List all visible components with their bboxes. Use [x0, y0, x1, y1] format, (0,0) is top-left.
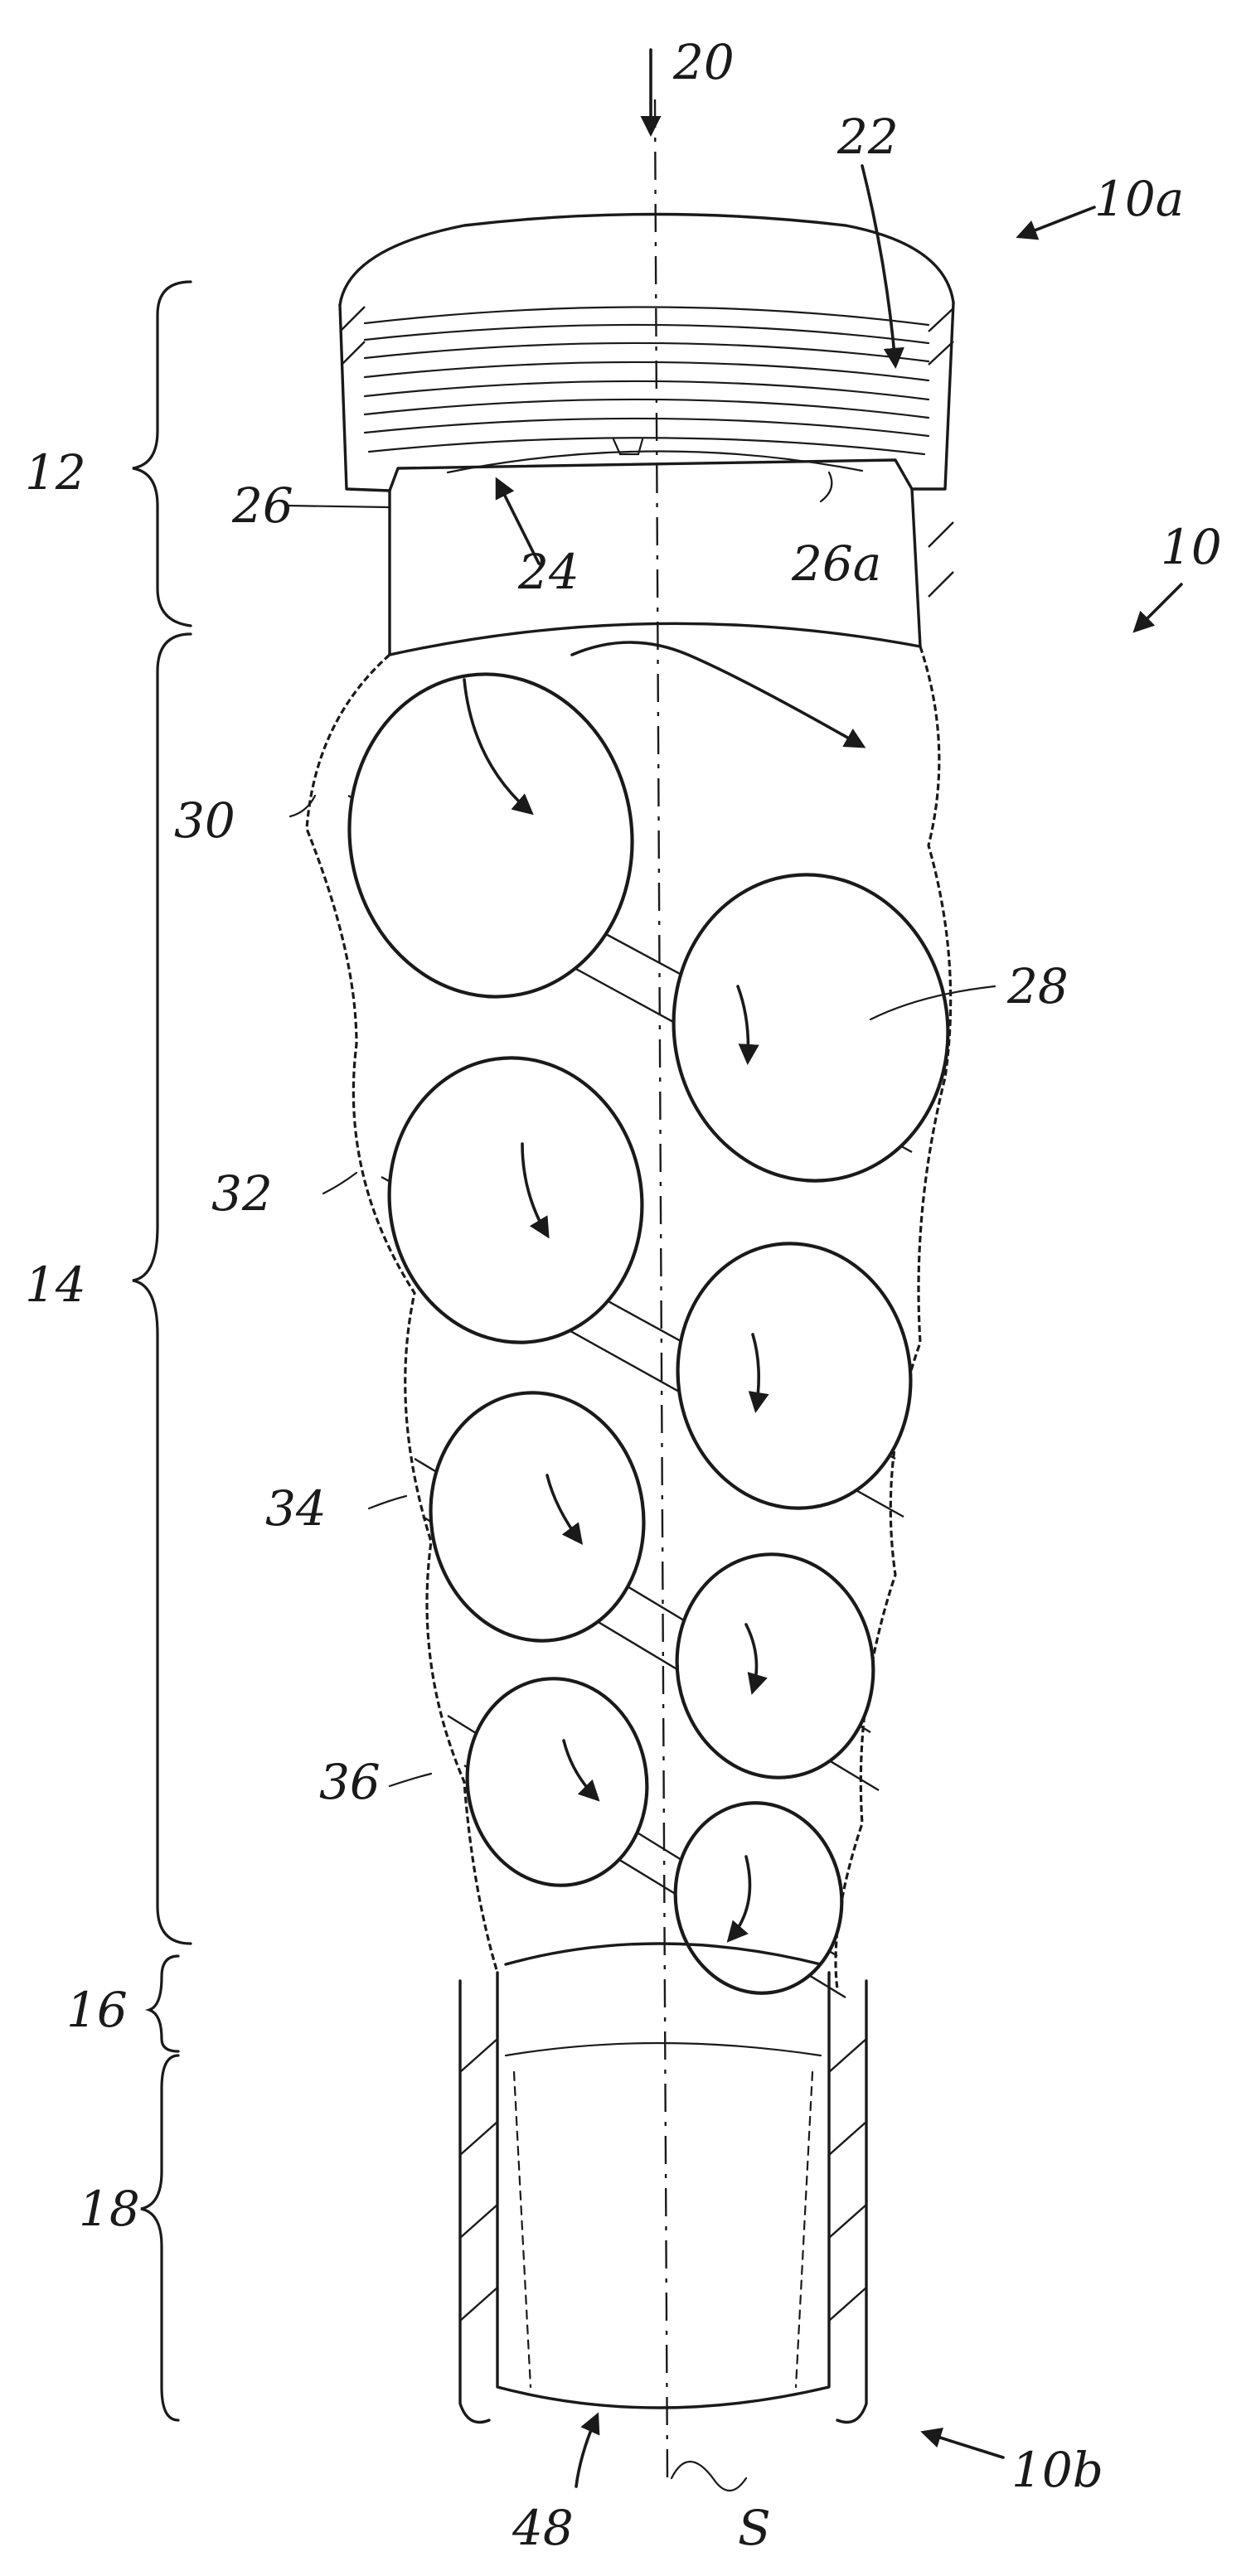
- brace-18: [140, 2054, 180, 2422]
- disc-32: [387, 1056, 644, 1344]
- brace-12: [132, 280, 192, 627]
- labels: 20 22 10a 10 12 26 24 26a 30 28 32 14 34…: [25, 34, 1222, 2556]
- label-12: 12: [25, 444, 86, 501]
- label-14: 14: [25, 1257, 86, 1313]
- brace-14: [132, 632, 192, 1945]
- label-28: 28: [1006, 958, 1069, 1014]
- label-24: 24: [517, 544, 579, 600]
- label-16: 16: [66, 1982, 128, 2038]
- label-20: 20: [672, 34, 735, 90]
- disc-right-2: [676, 1242, 913, 1510]
- threaded-cap: [338, 212, 955, 656]
- label-10: 10: [1161, 519, 1222, 575]
- label-26: 26: [231, 477, 293, 534]
- disc-28: [672, 873, 950, 1183]
- disc-34: [429, 1391, 646, 1643]
- label-s: S: [738, 2500, 771, 2556]
- label-26a: 26a: [791, 535, 881, 592]
- label-48: 48: [512, 2500, 574, 2556]
- label-30: 30: [174, 792, 235, 849]
- leader-lines: [284, 48, 1183, 2492]
- label-22: 22: [836, 109, 899, 165]
- label-18: 18: [79, 2181, 140, 2237]
- disc-30: [347, 672, 634, 999]
- label-10b: 10b: [1011, 2442, 1103, 2498]
- label-32: 32: [211, 1165, 273, 1222]
- body-right-edge: [834, 646, 953, 1990]
- discs: [347, 672, 950, 1995]
- outlet-tube: [458, 1942, 868, 2424]
- label-10a: 10a: [1094, 171, 1184, 227]
- body-left-edge: [305, 653, 499, 1973]
- disc-right-4: [673, 1801, 844, 1995]
- disc-right-3: [675, 1552, 875, 1779]
- label-34: 34: [265, 1480, 327, 1537]
- brace-16: [144, 1954, 180, 2053]
- label-36: 36: [319, 1754, 381, 1810]
- center-axis: [653, 99, 669, 2479]
- flow-arrows: [463, 641, 866, 1943]
- disc-36: [465, 1677, 649, 1887]
